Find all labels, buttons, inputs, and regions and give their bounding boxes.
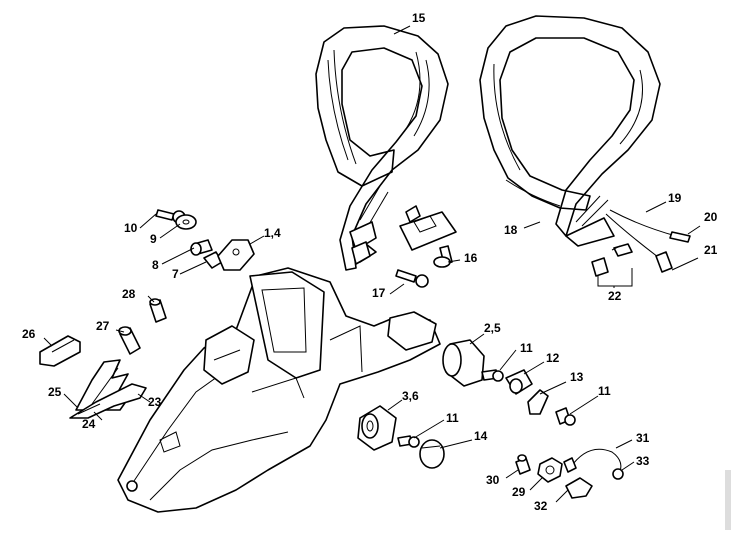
callout-16: 16 <box>464 251 478 265</box>
heated-wrap-handle <box>479 15 661 247</box>
cap-32 <box>565 477 593 499</box>
bracket-12 <box>505 369 533 395</box>
callout-23: 23 <box>148 395 162 409</box>
callout-28: 28 <box>122 287 136 301</box>
callout-7: 7 <box>172 267 179 281</box>
pin-28 <box>149 298 167 323</box>
callout-11-middle: 11 <box>446 411 459 425</box>
callout-33: 33 <box>636 454 650 468</box>
callout-22: 22 <box>608 289 622 303</box>
screw-11-middle <box>397 435 420 448</box>
callout-1-4: 1,4 <box>264 226 281 240</box>
cover-1-4 <box>217 239 255 271</box>
callout-3-6: 3,6 <box>402 389 419 403</box>
callout-15: 15 <box>412 11 426 25</box>
bracket-13 <box>527 389 549 415</box>
main-housing <box>117 267 441 513</box>
screws-22 <box>591 243 633 277</box>
callout-27: 27 <box>96 319 110 333</box>
screw-16 <box>433 245 453 268</box>
callout-10: 10 <box>124 221 138 235</box>
callout-30: 30 <box>486 473 500 487</box>
heating-wires <box>605 209 691 273</box>
front-handle-bar <box>315 25 449 271</box>
callout-24: 24 <box>82 417 96 431</box>
bushing-8 <box>190 239 213 256</box>
callout-11-right: 11 <box>598 384 611 398</box>
callout-19: 19 <box>668 191 682 205</box>
callout-14: 14 <box>474 429 488 443</box>
screw-17 <box>395 269 429 288</box>
callout-20: 20 <box>704 210 718 224</box>
screw-30 <box>515 454 531 475</box>
callout-29: 29 <box>512 485 526 499</box>
callout-31: 31 <box>636 431 650 445</box>
callout-21: 21 <box>704 243 718 257</box>
callout-8: 8 <box>152 258 159 272</box>
grommet-29 <box>537 457 563 483</box>
callout-11-upper: 11 <box>520 341 533 355</box>
washer-9 <box>175 214 197 230</box>
screw-11-upper <box>481 369 504 382</box>
callout-26: 26 <box>22 327 36 341</box>
callout-17: 17 <box>372 286 386 300</box>
springs-23-24-25 <box>69 359 147 419</box>
cable-loop-31 <box>569 448 624 480</box>
callout-13: 13 <box>570 370 584 384</box>
buffer-2-5 <box>442 339 485 387</box>
buffer-3-6 <box>357 405 397 451</box>
handle-bracket-plate <box>399 205 457 251</box>
callout-32: 32 <box>534 499 548 513</box>
callout-2-5: 2,5 <box>484 321 501 335</box>
callout-25: 25 <box>48 385 62 399</box>
sleeve-27 <box>118 326 141 355</box>
callout-18: 18 <box>504 223 518 237</box>
leader-lines <box>43 25 701 503</box>
clip-32b <box>563 457 577 473</box>
cap-14 <box>419 439 445 469</box>
screw-11-right <box>555 407 576 426</box>
pad-26 <box>39 335 81 367</box>
callout-9: 9 <box>150 232 157 246</box>
callout-12: 12 <box>546 351 560 365</box>
